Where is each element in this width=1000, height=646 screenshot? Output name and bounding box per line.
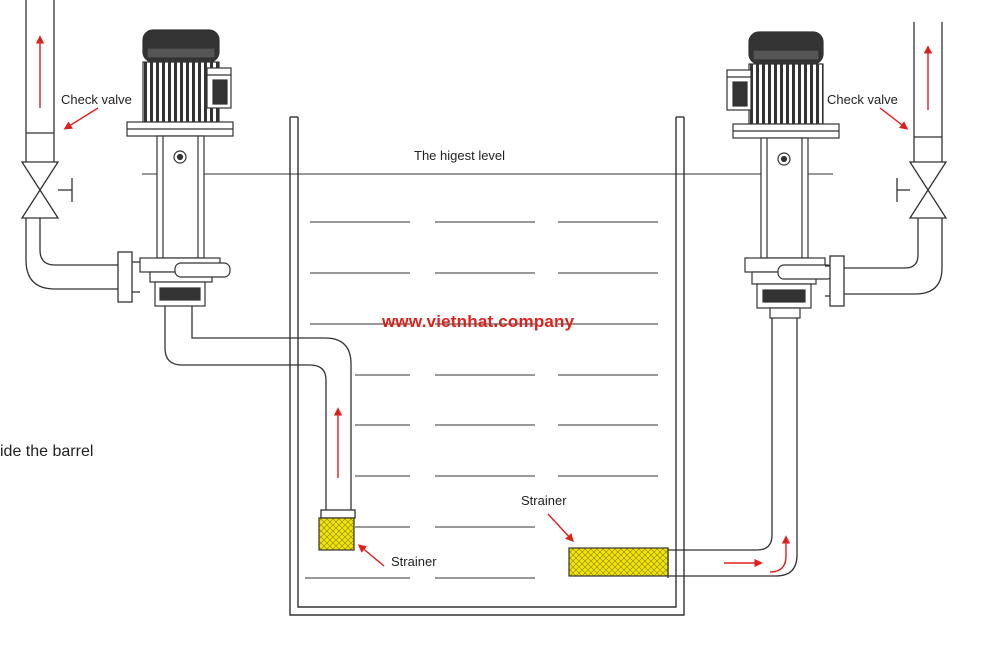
barrel-caption: ide the barrel — [0, 443, 94, 460]
left-pump — [126, 29, 234, 307]
right-pump — [726, 31, 840, 319]
left-discharge-pipe — [20, 0, 140, 303]
strainer-label-left: Strainer — [391, 554, 437, 569]
flow-arrows — [35, 35, 933, 573]
left-suction-pipe — [164, 306, 356, 519]
tank — [289, 116, 685, 616]
right-discharge-pipe — [825, 22, 948, 307]
check-valve-label-left: Check valve — [61, 92, 132, 107]
watermark: www.vietnhat.company — [382, 312, 575, 331]
check-valve-label-right: Check valve — [827, 92, 898, 107]
right-suction-pipe — [667, 318, 798, 578]
water-lines — [305, 221, 658, 579]
highest-level-label: The higest level — [414, 148, 506, 163]
strainer-left — [318, 517, 355, 551]
strainer-right — [568, 547, 669, 577]
strainer-label-right: Strainer — [521, 493, 567, 508]
